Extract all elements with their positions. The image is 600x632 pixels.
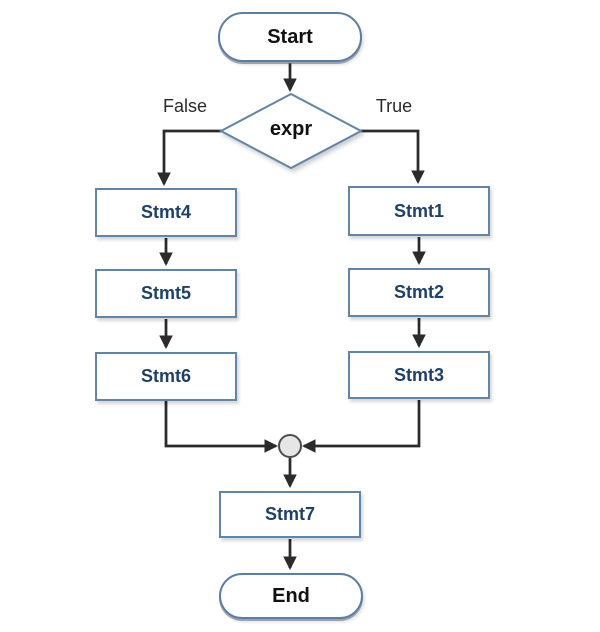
- decision-diamond-shape: [218, 92, 364, 170]
- merge-junction-circle: [278, 434, 302, 458]
- end-node: End: [219, 573, 363, 619]
- false-branch-label: False: [162, 95, 207, 116]
- stmt3-node: Stmt3: [348, 351, 490, 399]
- stmt4-node: Stmt4: [95, 188, 237, 237]
- start-node: Start: [218, 12, 362, 62]
- stmt6-node: Stmt6: [95, 352, 237, 401]
- true-branch-label: True: [375, 95, 413, 116]
- connector-stmt6-to-merge: [164, 401, 279, 453]
- stmt1-node: Stmt1: [348, 186, 490, 236]
- stmt5-node: Stmt5: [95, 269, 237, 318]
- decision-node-label: expr: [269, 117, 313, 140]
- stmt2-node: Stmt2: [348, 268, 490, 317]
- stmt7-node: Stmt7: [219, 491, 361, 538]
- connector-decision-to-stmt4: [157, 129, 223, 187]
- connector-decision-to-stmt1: [359, 129, 425, 185]
- connector-stmt3-to-merge: [301, 400, 421, 453]
